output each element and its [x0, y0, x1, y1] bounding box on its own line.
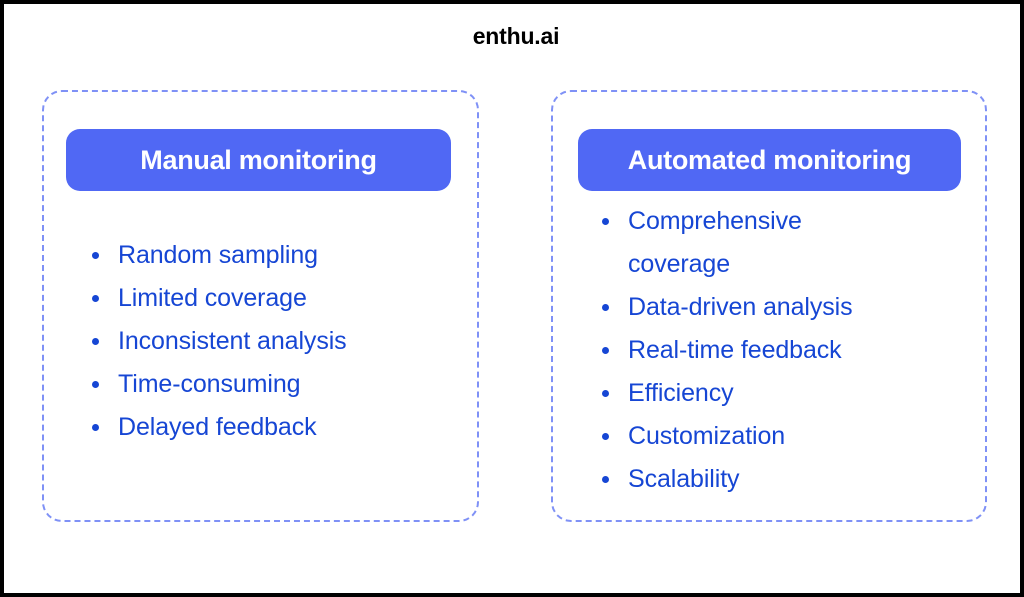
bullet-list-automated-monitoring: Comprehensive coverage Data-driven analy…: [553, 200, 985, 501]
list-item: Delayed feedback: [89, 406, 477, 449]
bullet-icon: [92, 338, 99, 345]
bullet-icon: [92, 381, 99, 388]
list-item: Comprehensive coverage: [599, 200, 985, 286]
list-item-label: Inconsistent analysis: [118, 327, 347, 355]
list-item: Data-driven analysis: [599, 286, 985, 329]
list-item: Inconsistent analysis: [89, 320, 477, 363]
list-item: Customization: [599, 415, 985, 458]
bullet-list-manual-monitoring: Random sampling Limited coverage Inconsi…: [44, 234, 477, 449]
bullet-icon: [602, 304, 609, 311]
list-item-label: Limited coverage: [118, 284, 307, 312]
bullet-icon: [602, 347, 609, 354]
list-item: Random sampling: [89, 234, 477, 277]
panel-header-label: Automated monitoring: [627, 144, 912, 175]
list-item: Efficiency: [599, 372, 985, 415]
page-title: enthu.ai: [472, 23, 560, 49]
panel-manual-monitoring: Manual monitoring Random sampling Limite…: [42, 90, 479, 522]
bullet-icon: [92, 252, 99, 259]
bullet-icon: [602, 390, 609, 397]
bullet-icon: [602, 433, 609, 440]
panel-automated-monitoring: Automated monitoring Comprehensive cover…: [551, 90, 987, 522]
list-item-label: Data-driven analysis: [628, 293, 853, 321]
bullet-icon: [92, 295, 99, 302]
list-item-label: Real-time feedback: [628, 336, 842, 364]
list-item: Time-consuming: [89, 363, 477, 406]
bullet-icon: [602, 476, 609, 483]
list-item: Real-time feedback: [599, 329, 985, 372]
list-item-label: Customization: [628, 422, 786, 450]
list-item-label: Time-consuming: [118, 370, 301, 398]
bullet-icon: [602, 218, 609, 225]
list-item-label: Random sampling: [118, 241, 318, 269]
list-item-label: Comprehensive coverage: [628, 207, 802, 278]
panel-header-automated-monitoring: Automated monitoring: [578, 129, 961, 191]
panel-header-manual-monitoring: Manual monitoring: [66, 129, 451, 191]
list-item-label: Efficiency: [628, 379, 734, 407]
bullet-icon: [92, 424, 99, 431]
panel-header-label: Manual monitoring: [140, 144, 377, 175]
list-item-label: Scalability: [628, 465, 740, 493]
list-item: Scalability: [599, 458, 985, 501]
list-item: Limited coverage: [89, 277, 477, 320]
list-item-label: Delayed feedback: [118, 413, 317, 441]
